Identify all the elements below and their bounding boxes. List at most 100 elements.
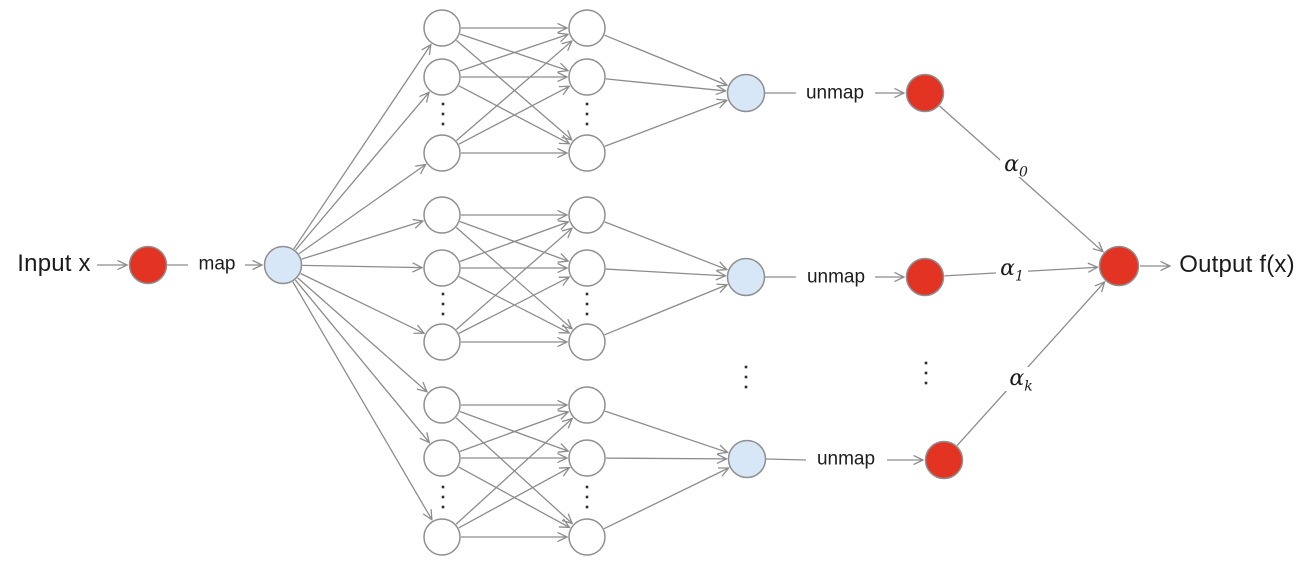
dots-layer	[441, 102, 928, 509]
aggregate-edge	[604, 100, 727, 147]
hidden-layer-edge	[455, 41, 571, 142]
vertical-ellipsis-dot	[441, 495, 445, 499]
unmap-label-2: unmap	[812, 449, 880, 469]
edges-layer	[97, 28, 1170, 537]
alpha-0-label: α0	[1000, 152, 1032, 181]
unmap-label-0: unmap	[801, 83, 869, 103]
aggregate-edge	[604, 34, 727, 85]
aggregate-edge	[603, 468, 728, 530]
vertical-ellipsis-dot	[441, 122, 445, 126]
alpha-1-base: α	[1000, 256, 1015, 281]
vertical-ellipsis-dot	[441, 102, 445, 106]
hidden-unit	[423, 323, 461, 361]
vertical-ellipsis-dot	[924, 381, 928, 385]
hidden-unit	[423, 9, 461, 47]
output-node	[1098, 245, 1140, 287]
alpha-k-sub: k	[1024, 378, 1033, 395]
hidden-unit	[568, 439, 606, 477]
hidden-layer-edge	[458, 86, 569, 145]
vertical-ellipsis-dot	[441, 112, 445, 116]
map-fanout-edge	[297, 277, 427, 392]
vertical-ellipsis-dot	[744, 375, 748, 379]
vertical-ellipsis-dot	[441, 505, 445, 509]
hidden-unit	[423, 134, 461, 172]
vertical-ellipsis-dot	[441, 312, 445, 316]
vertical-ellipsis-dot	[441, 292, 445, 296]
aggregate-edge	[605, 78, 726, 91]
vertical-ellipsis-dot	[924, 361, 928, 365]
hidden-layer-edge	[459, 412, 568, 453]
hidden-unit	[568, 249, 606, 287]
hidden-layer-edge	[455, 228, 572, 330]
aggregate-edge	[605, 458, 727, 459]
map-fanout-edge	[300, 272, 424, 333]
hidden-layer-edge	[458, 468, 570, 529]
hidden-layer-edge	[458, 277, 569, 334]
connector-line	[765, 458, 807, 461]
hidden-unit	[423, 439, 461, 477]
aggregate-edge	[604, 285, 727, 336]
vertical-ellipsis-dot	[924, 371, 928, 375]
map-fanout-edge	[294, 279, 429, 443]
hidden-unit	[568, 134, 606, 172]
vertical-ellipsis-dot	[744, 365, 748, 369]
vertical-ellipsis-dot	[441, 302, 445, 306]
aggregate-edge	[604, 221, 727, 270]
aggregate-edge	[605, 268, 726, 276]
hidden-layer-edge	[455, 418, 572, 525]
hidden-unit	[423, 249, 461, 287]
map-fanout-edge	[298, 165, 426, 255]
map-fanout-edge	[301, 221, 423, 260]
unmap-label-1: unmap	[802, 267, 870, 287]
vertical-ellipsis-dot	[744, 385, 748, 389]
vertical-ellipsis-dot	[585, 505, 589, 509]
hidden-layer-edge	[459, 222, 568, 263]
map-node	[263, 245, 303, 285]
map-fanout-edge	[295, 92, 429, 251]
map-fanout-edge	[292, 281, 432, 520]
alpha-edge	[956, 282, 1105, 446]
map-fanout-edge	[302, 265, 422, 267]
map-label: map	[194, 254, 240, 274]
alpha-1-label: α1	[996, 256, 1028, 285]
agg-node-1	[726, 257, 766, 297]
vertical-ellipsis-dot	[585, 495, 589, 499]
unmap-node-2	[924, 440, 964, 480]
alpha-k-base: α	[1009, 366, 1025, 391]
output-label: Output f(x)	[1177, 251, 1297, 278]
input-label: Input x	[15, 250, 93, 277]
vertical-ellipsis-dot	[585, 122, 589, 126]
hidden-unit	[423, 518, 461, 556]
alpha-k-label: αk	[1005, 366, 1037, 395]
vertical-ellipsis-dot	[441, 485, 445, 489]
hidden-unit	[568, 196, 606, 234]
hidden-unit	[423, 58, 461, 96]
vertical-ellipsis-dot	[585, 292, 589, 296]
hidden-unit	[423, 196, 461, 234]
alpha-1-sub: 1	[1014, 268, 1024, 285]
hidden-unit	[568, 58, 606, 96]
agg-node-2	[727, 439, 767, 479]
hidden-unit	[423, 386, 461, 424]
hidden-unit	[568, 386, 606, 424]
alpha-0-base: α	[1004, 152, 1019, 177]
map-fanout-edge	[293, 45, 431, 250]
hidden-layer-edge	[459, 34, 568, 72]
hidden-unit	[568, 9, 606, 47]
nodes-layer	[128, 9, 1140, 556]
vertical-ellipsis-dot	[585, 485, 589, 489]
hidden-unit	[568, 518, 606, 556]
vertical-ellipsis-dot	[585, 312, 589, 316]
unmap-node-1	[905, 257, 945, 297]
alpha-edge	[939, 105, 1103, 252]
agg-node-0	[726, 73, 766, 113]
alpha-0-sub: 0	[1018, 164, 1028, 181]
vertical-ellipsis-dot	[585, 112, 589, 116]
input-node	[128, 245, 168, 285]
vertical-ellipsis-dot	[585, 302, 589, 306]
aggregate-edge	[604, 410, 728, 452]
vertical-ellipsis-dot	[585, 102, 589, 106]
unmap-node-0	[905, 73, 945, 113]
